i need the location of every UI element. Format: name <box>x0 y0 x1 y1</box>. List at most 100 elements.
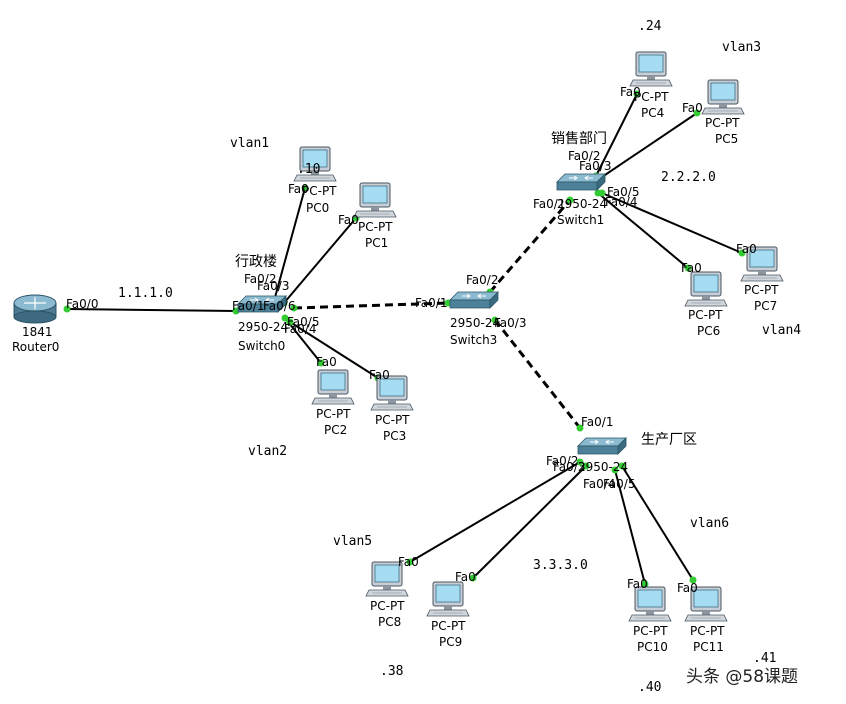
switch3-model: 2950-24 <box>450 316 500 330</box>
link-switch2-pc10 <box>614 469 646 585</box>
pc8[interactable]: PC-PT PC8 <box>365 561 409 629</box>
port-label: Fa0/5 <box>287 315 319 329</box>
pc6-name: PC6 <box>697 324 720 338</box>
pc4-type: PC-PT <box>634 90 669 104</box>
vlan-label: vlan3 <box>722 40 761 55</box>
switch0-name: Switch0 <box>238 339 285 353</box>
pc10-name: PC10 <box>637 640 668 654</box>
pc0[interactable]: PC-PT PC0 <box>293 146 337 215</box>
port-label: Fa0 <box>316 355 337 369</box>
pc9-name: PC9 <box>439 635 462 649</box>
host-addr-label: .40 <box>638 680 661 695</box>
link-switch2-pc8 <box>409 461 581 563</box>
port-label: Fa0/2 <box>546 454 578 468</box>
pc6-type: PC-PT <box>688 308 723 322</box>
pc9-type: PC-PT <box>431 619 466 633</box>
port-label: Fa0 <box>677 581 698 595</box>
pc-icon <box>684 271 728 307</box>
port-label: Fa0 <box>736 242 757 256</box>
port-label: Fa0/1 <box>232 299 264 313</box>
port-label: Fa0/5 <box>603 477 635 491</box>
pc-icon <box>353 182 397 218</box>
port-label: Fa0/6 <box>263 299 295 313</box>
link-switch1-pc4 <box>595 93 638 177</box>
pc4[interactable]: PC-PT PC4 <box>629 51 673 120</box>
port-label: Fa0 <box>338 213 359 227</box>
links <box>66 93 743 585</box>
port-label: Fa0 <box>288 182 309 196</box>
pc7[interactable]: PC-PT PC7 <box>740 246 784 313</box>
port-label: Fa0 <box>369 368 390 382</box>
pc2-type: PC-PT <box>316 407 351 421</box>
link-switch1-pc7 <box>601 192 743 254</box>
port-label: Fa0/3 <box>579 159 611 173</box>
pc5-name: PC5 <box>715 132 738 146</box>
pc1-name: PC1 <box>365 236 388 250</box>
host-addr-label: .10 <box>297 162 320 177</box>
vlan-label: vlan4 <box>762 323 801 338</box>
switch-icon <box>449 291 499 309</box>
port-label: Fa0/2 <box>244 272 276 286</box>
switch1-name: Switch1 <box>557 213 604 227</box>
vlan-label: vlan6 <box>690 516 729 531</box>
router0[interactable]: 1841 Router0 <box>12 294 59 354</box>
port-label: Fa0 <box>681 261 702 275</box>
port-label: Fa0/4 <box>284 322 316 336</box>
network-label: 1.1.1.0 <box>118 286 173 301</box>
pc8-type: PC-PT <box>370 599 405 613</box>
pc-icon <box>629 51 673 87</box>
watermark: 头条 @58课题 <box>686 667 798 687</box>
port-label: Fa0/4 <box>583 477 615 491</box>
router-icon <box>13 294 57 324</box>
link-switch3-switch1 <box>488 199 572 293</box>
pc7-type: PC-PT <box>744 283 779 297</box>
switch0[interactable]: 2950-24 Switch0 <box>237 295 288 353</box>
vlan-label: vlan2 <box>248 444 287 459</box>
link-switch0-pc1 <box>283 217 357 304</box>
port-label: Fa0 <box>682 101 703 115</box>
port-label: Fa0 <box>627 577 648 591</box>
pc10[interactable]: PC-PT PC10 <box>628 586 672 654</box>
link-switch3-switch2 <box>493 319 582 429</box>
port-label: Fa0/5 <box>607 185 639 199</box>
pc11[interactable]: PC-PT PC11 <box>684 586 728 654</box>
port-dots <box>63 90 746 588</box>
port-label: Fa0/1 <box>581 415 613 429</box>
port-label: Fa0/1 <box>533 197 565 211</box>
link-switch0-pc3 <box>289 321 379 379</box>
port-label: Fa0/2 <box>568 149 600 163</box>
pc0-type: PC-PT <box>302 184 337 198</box>
pc7-name: PC7 <box>754 299 777 313</box>
port-label: Fa0/3 <box>257 279 289 293</box>
pc3-name: PC3 <box>383 429 406 443</box>
port-labels: Fa0/0 Fa0/1 Fa0/2 Fa0/3 Fa0/6 Fa0/5 Fa0/… <box>66 85 757 595</box>
pc3-type: PC-PT <box>375 413 410 427</box>
pc5-type: PC-PT <box>705 116 740 130</box>
port-label: Fa0 <box>620 85 641 99</box>
port-label: Fa0 <box>398 555 419 569</box>
switch1[interactable]: 2950-24 Switch1 <box>556 173 607 227</box>
host-addr-label: .24 <box>638 19 662 34</box>
pc1[interactable]: PC-PT PC1 <box>353 182 397 250</box>
port-label: Fa0/3 <box>553 460 585 474</box>
pc-icon <box>701 79 745 115</box>
link-switch0-pc2 <box>284 317 322 364</box>
vlan-label: vlan1 <box>230 136 269 151</box>
link-switch0-pc0 <box>273 187 306 302</box>
pc-icon <box>311 369 355 405</box>
switch2[interactable]: 2950-24 <box>577 437 628 474</box>
pc5[interactable]: PC-PT PC5 <box>701 79 745 146</box>
host-addr-label: .41 <box>753 651 776 666</box>
pc9[interactable]: PC-PT PC9 <box>426 581 470 649</box>
port-label: Fa0/2 <box>466 273 498 287</box>
link-switch1-pc5 <box>601 112 698 178</box>
port-label: Fa0/4 <box>605 195 637 209</box>
pc3[interactable]: PC-PT PC3 <box>370 375 414 443</box>
pc6[interactable]: PC-PT PC6 <box>684 271 728 338</box>
port-label: Fa0/0 <box>66 297 98 311</box>
pc-icon <box>426 581 470 617</box>
pc2[interactable]: PC-PT PC2 <box>311 369 355 437</box>
switch3[interactable]: 2950-24 Switch3 <box>449 291 500 347</box>
pc10-type: PC-PT <box>633 624 668 638</box>
